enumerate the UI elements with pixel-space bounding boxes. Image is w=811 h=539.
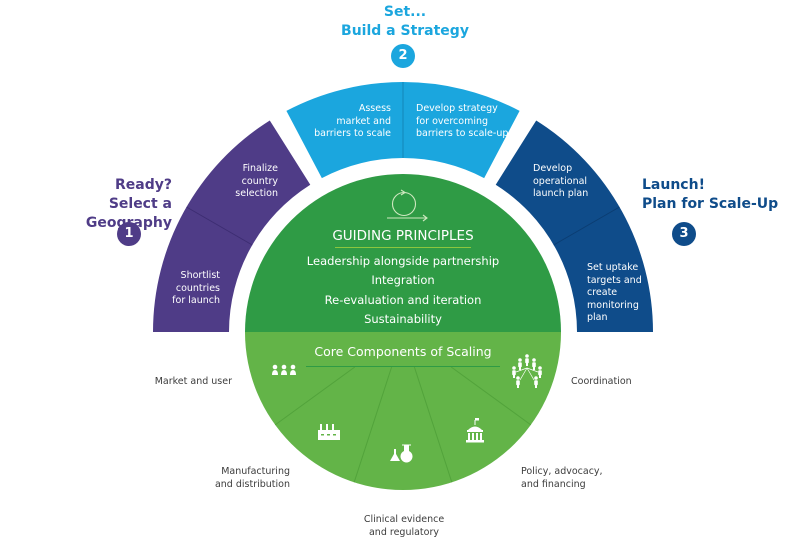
lab-flask-icon xyxy=(390,444,413,463)
person-body xyxy=(281,370,287,375)
network-person-body xyxy=(538,370,542,376)
guiding-principles-list: Leadership alongside partnership Integra… xyxy=(283,252,523,329)
dome xyxy=(468,426,482,430)
stage-3-badge: 3 xyxy=(672,222,696,246)
flask-small xyxy=(390,449,400,461)
core-components-title: Core Components of Scaling xyxy=(314,344,492,359)
network-person-legs xyxy=(535,385,537,388)
network-person-legs xyxy=(526,363,528,366)
principle-item: Integration xyxy=(371,273,435,288)
stage-1-title-line1: Ready? xyxy=(115,177,172,193)
network-person-body xyxy=(518,362,522,368)
network-person-head xyxy=(538,366,542,370)
core-sector-divider xyxy=(274,366,356,426)
network-person-body xyxy=(532,362,536,368)
network-link xyxy=(519,367,528,381)
stage-2-title-line2: Build a Strategy xyxy=(341,23,469,39)
network-link xyxy=(526,367,535,381)
people-group-icon xyxy=(272,364,296,375)
segment-assess-market: Assess market and barriers to scale xyxy=(314,103,391,139)
network-person-head xyxy=(525,354,529,358)
component-label-coordination: Coordination xyxy=(571,376,632,387)
stage-2-title-line1: Set... xyxy=(383,4,427,20)
network-person-legs xyxy=(533,367,535,370)
core-components-half xyxy=(245,332,561,490)
principle-item: Re-evaluation and iteration xyxy=(324,292,482,307)
network-person-body xyxy=(534,380,538,386)
stage-3-title-line1: Launch! xyxy=(642,177,705,193)
person-body xyxy=(272,370,278,375)
network-people-icon xyxy=(512,354,542,388)
stage-2-badge: 2 xyxy=(391,44,415,68)
factory-window xyxy=(321,434,324,436)
column xyxy=(476,433,478,440)
network-person-head xyxy=(512,366,516,370)
core-components-underline xyxy=(306,366,500,367)
component-label-policy: Policy, advocacy, and financing xyxy=(521,466,603,490)
stage-3-divider xyxy=(553,206,620,246)
network-person-head xyxy=(534,376,538,380)
network-link xyxy=(526,367,539,373)
entablature xyxy=(467,430,483,432)
flask-round xyxy=(400,445,413,463)
stage-1-title: Ready? Select a Geography xyxy=(20,176,172,233)
segment-develop-operational-plan: Develop operational launch plan xyxy=(533,163,589,199)
stage-2-title: Set... Build a Strategy xyxy=(300,3,510,41)
base xyxy=(466,440,484,443)
network-person-body xyxy=(516,380,520,386)
network-person-head xyxy=(518,358,522,362)
component-label-market-user: Market and user xyxy=(154,376,232,387)
person-head xyxy=(272,364,278,370)
segment-develop-strategy: Develop strategy for overcoming barriers… xyxy=(416,103,509,139)
person-body xyxy=(290,370,296,375)
stage-3-title: Launch! Plan for Scale-Up xyxy=(642,176,811,214)
component-label-clinical: Clinical evidence and regulatory xyxy=(363,514,445,538)
column xyxy=(472,433,474,440)
flag xyxy=(475,418,479,421)
column xyxy=(480,433,482,440)
baseline-arrowhead xyxy=(422,214,428,222)
core-sector-divider xyxy=(450,366,532,426)
network-person-legs xyxy=(513,375,515,378)
core-sector-divider xyxy=(353,366,393,483)
network-person-legs xyxy=(519,367,521,370)
guiding-principles-underline xyxy=(335,247,471,248)
guiding-principles-title: GUIDING PRINCIPLES xyxy=(332,228,474,244)
stage-1-ring-segment xyxy=(153,120,311,332)
principle-item: Sustainability xyxy=(364,311,442,326)
network-person-legs xyxy=(539,375,541,378)
cycle-arrowhead xyxy=(400,189,407,196)
factory-window xyxy=(333,434,336,436)
factory-shape xyxy=(318,424,340,440)
principle-item: Leadership alongside partnership xyxy=(306,254,500,268)
network-person-head xyxy=(532,358,536,362)
stage-3-ring-segment xyxy=(495,120,653,332)
column xyxy=(468,433,470,440)
person-head xyxy=(281,364,287,370)
factory-window xyxy=(327,434,330,436)
component-label-manufacturing: Manufacturing and distribution xyxy=(214,466,290,490)
segment-shortlist-countries: Shortlist countries for launch xyxy=(172,270,220,306)
stage-1-divider xyxy=(186,206,253,246)
network-person-body xyxy=(512,370,516,376)
segment-finalize-country-selection: Finalize country selection xyxy=(235,163,278,199)
network-link xyxy=(515,367,528,373)
segment-set-uptake-targets: Set uptake targets and create monitoring… xyxy=(587,262,642,323)
core-sector-divider xyxy=(413,366,453,483)
network-person-head xyxy=(516,376,520,380)
factory-icon xyxy=(318,424,340,440)
stage-1-title-line2: Select a Geography xyxy=(86,196,172,231)
stage-3-title-line2: Plan for Scale-Up xyxy=(642,196,779,212)
government-building-icon xyxy=(466,418,484,443)
person-head xyxy=(290,364,296,370)
cycle-arrow-icon xyxy=(387,189,428,222)
network-person-legs xyxy=(517,385,519,388)
network-person-body xyxy=(525,358,529,364)
stage-1-badge: 1 xyxy=(117,222,141,246)
guiding-principles-half xyxy=(245,174,561,332)
